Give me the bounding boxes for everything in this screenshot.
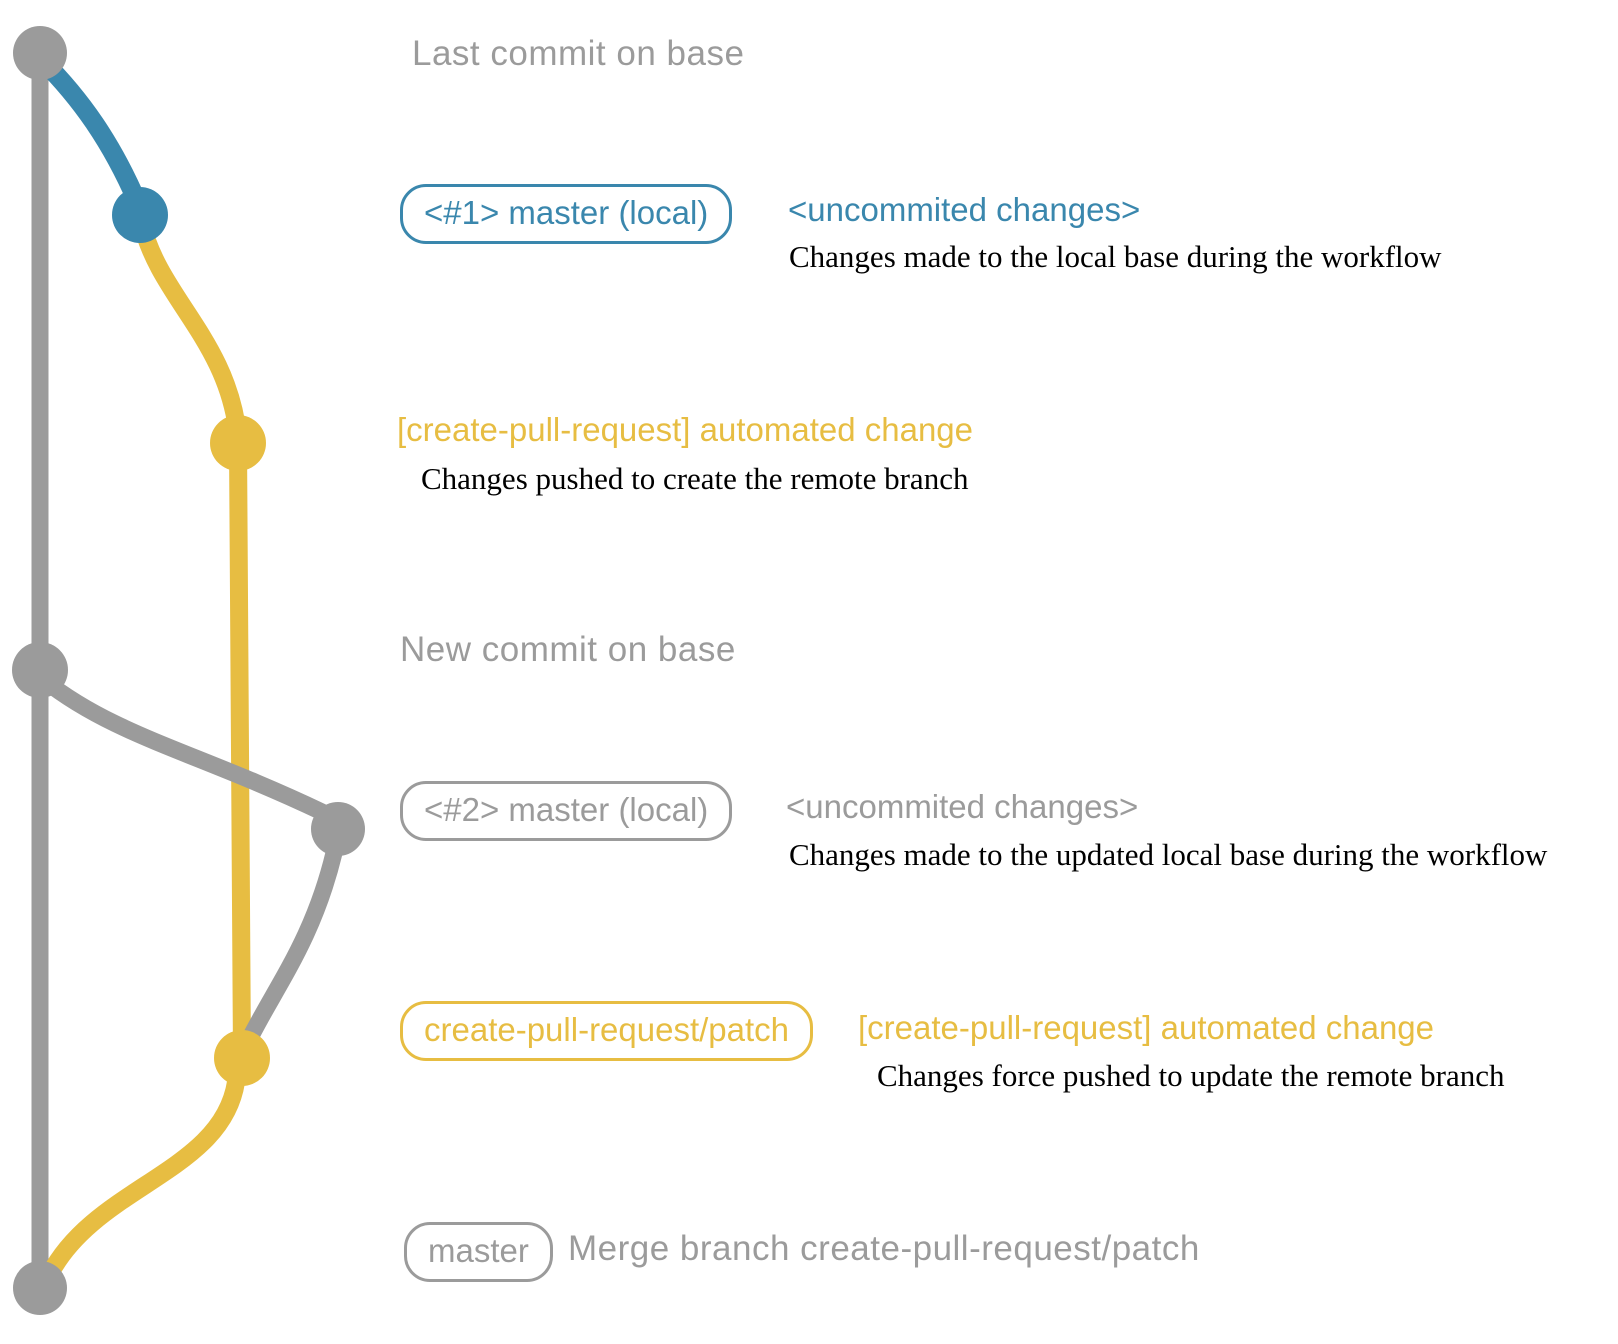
commit-dot-local-1 xyxy=(112,187,168,243)
step4-note: Changes force pushed to update the remot… xyxy=(877,1058,1505,1093)
local-branch-curve-1 xyxy=(32,50,149,216)
step1-note: Changes made to the local base during th… xyxy=(789,239,1442,274)
commit-dot-new-base xyxy=(12,642,68,698)
automated-change-tag-2: [create-pull-request] automated change xyxy=(858,1009,1435,1046)
commit-dot-last-base xyxy=(13,26,67,80)
local-branch-curve-2 xyxy=(35,671,331,821)
branch-badge-master: master xyxy=(404,1222,553,1282)
remote-branch-line xyxy=(229,434,251,1067)
local-branch-curve-3 xyxy=(240,844,343,1049)
branch-badge-master-local-1: <#1> master (local) xyxy=(400,184,733,244)
commit-dot-merge xyxy=(13,1261,67,1315)
branch-badge-master-local-2: <#2> master (local) xyxy=(400,781,733,841)
step3-note: Changes made to the updated local base d… xyxy=(789,837,1548,872)
merge-commit-label: Merge branch create-pull-request/patch xyxy=(568,1229,1200,1268)
commit-dot-remote-2 xyxy=(214,1030,270,1086)
merge-branch-curve xyxy=(41,1073,245,1283)
automated-change-tag-1: [create-pull-request] automated change xyxy=(397,411,974,448)
branch-badge-create-pull-request-patch: create-pull-request/patch xyxy=(400,1001,814,1061)
step2-note: Changes pushed to create the remote bran… xyxy=(421,461,969,496)
commit-dot-remote-1 xyxy=(210,415,266,471)
commit-dot-local-2 xyxy=(311,802,365,856)
new-commit-label: New commit on base xyxy=(400,630,736,669)
uncommited-changes-tag-1: <uncommited changes> xyxy=(788,191,1141,228)
last-commit-label: Last commit on base xyxy=(412,34,745,73)
uncommited-changes-tag-2: <uncommited changes> xyxy=(786,788,1139,825)
git-graph xyxy=(12,26,365,1315)
remote-branch-curve-1 xyxy=(133,215,247,445)
